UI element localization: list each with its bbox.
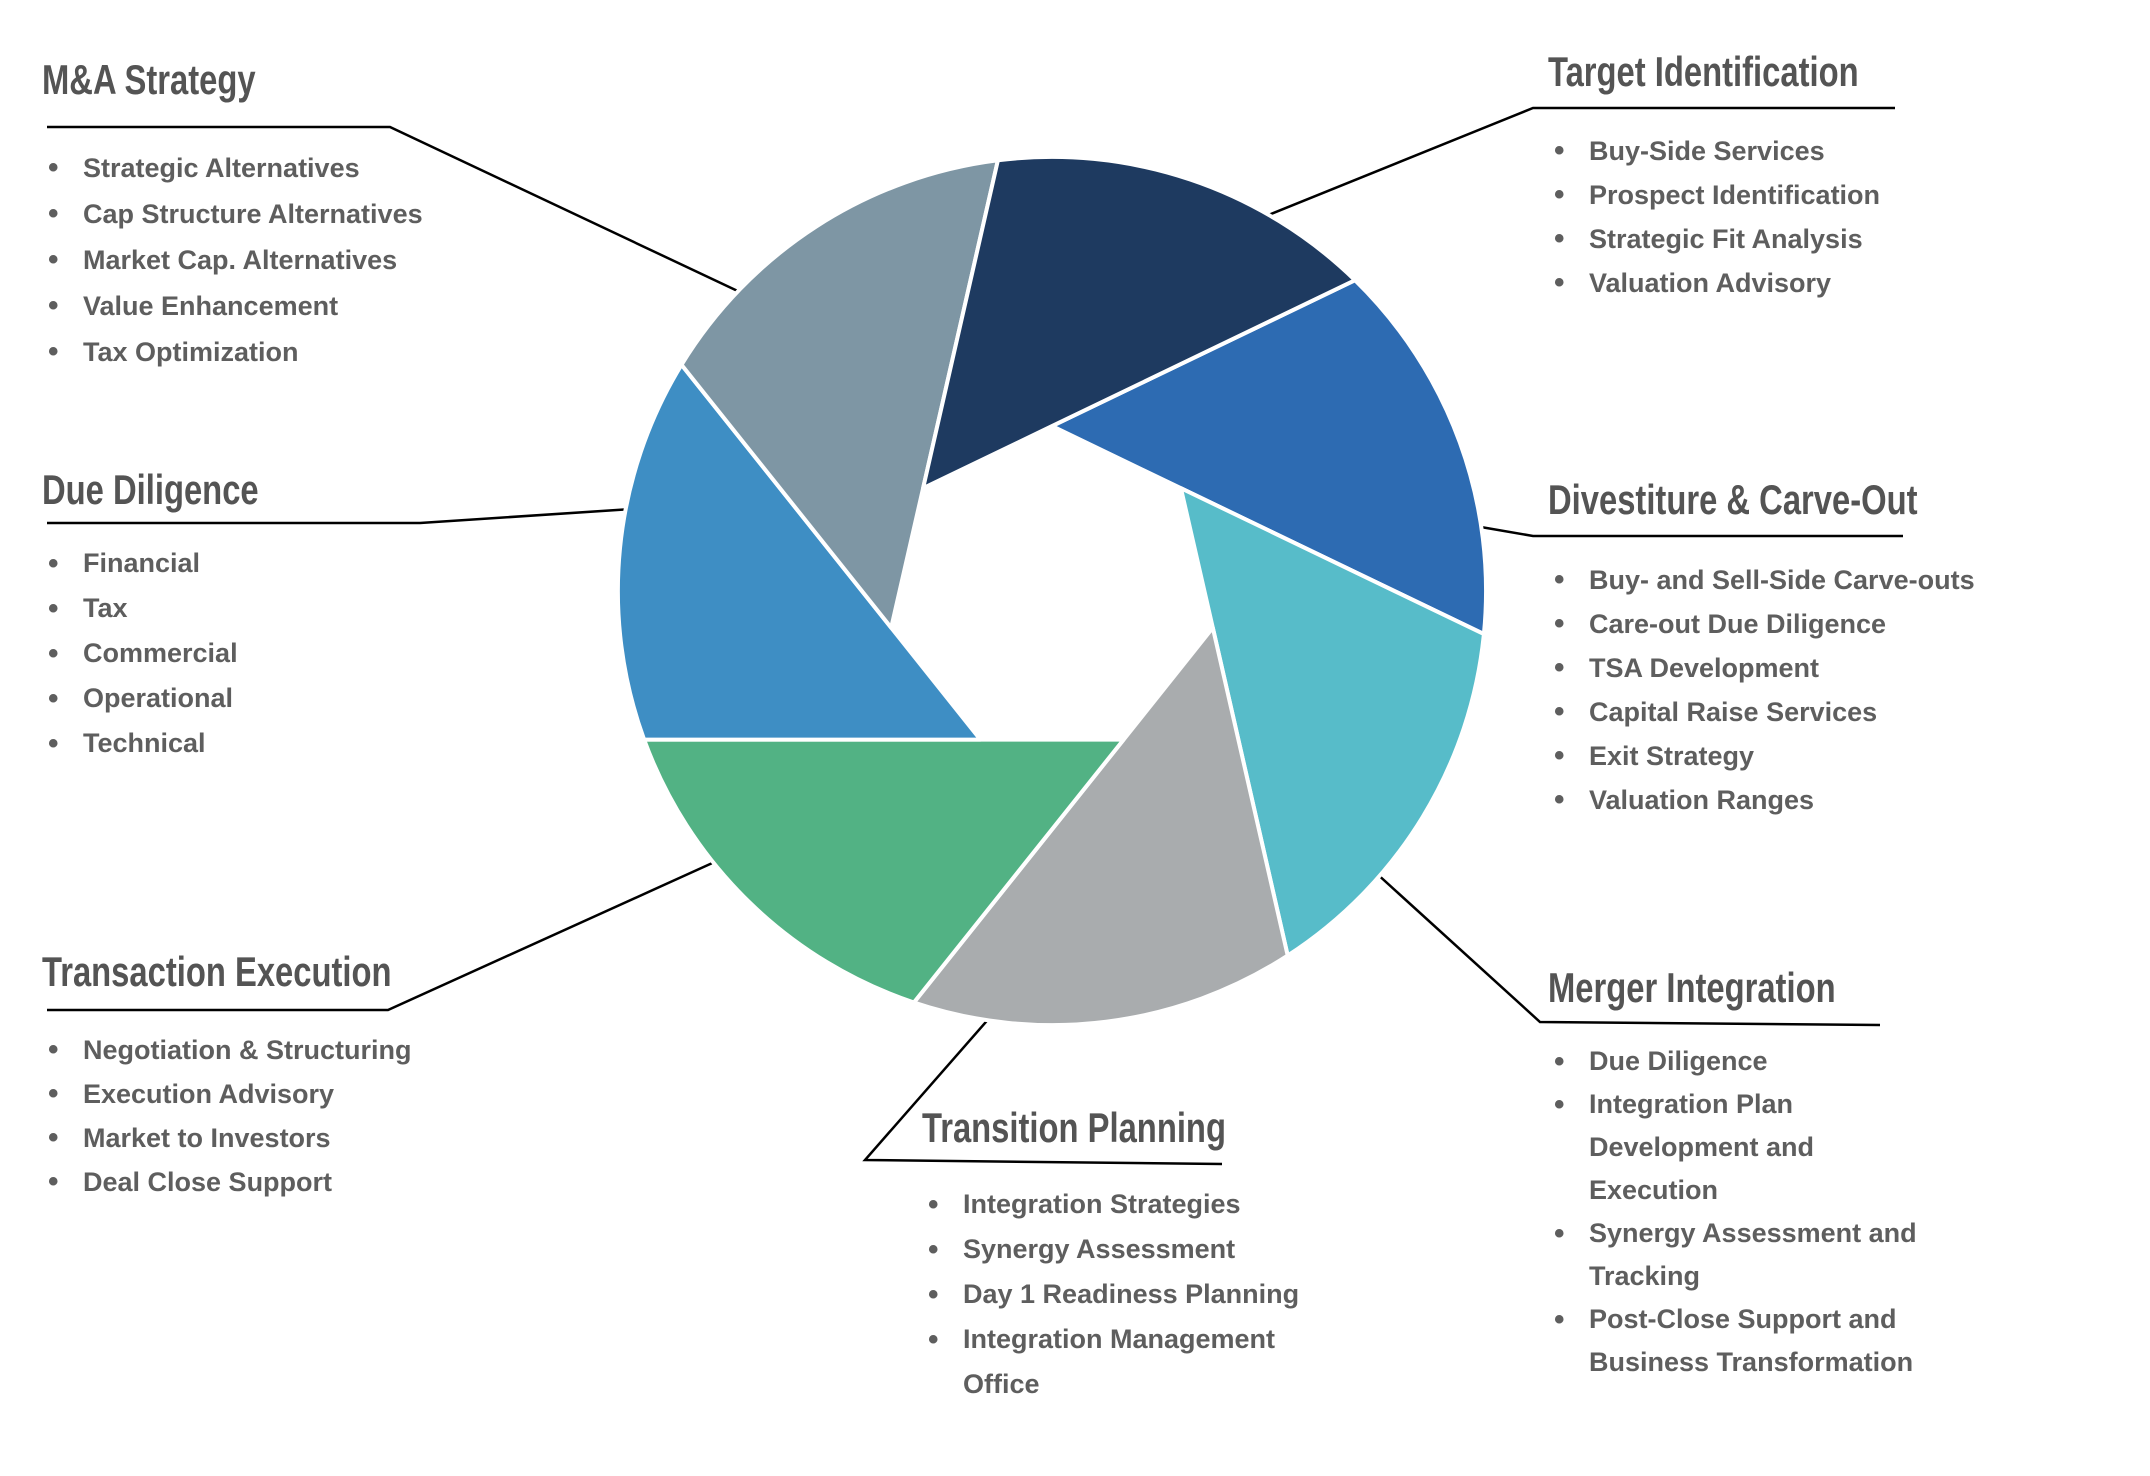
bullet-item: Negotiation & Structuring bbox=[42, 1028, 562, 1072]
section-title: Target Identification bbox=[1548, 48, 1859, 95]
bullet-item: Buy- and Sell-Side Carve-outs bbox=[1548, 558, 2128, 602]
section-title: M&A Strategy bbox=[42, 56, 256, 103]
connector-target-identification bbox=[1260, 106, 1895, 220]
section-transition-planning: Transition Planning Integration Strategi… bbox=[922, 1106, 1322, 1407]
connector-transaction-execution bbox=[47, 858, 720, 1012]
bullet-item: Market Cap. Alternatives bbox=[42, 237, 562, 283]
bullet-item: Prospect Identification bbox=[1548, 173, 2108, 217]
bullet-item: Strategic Alternatives bbox=[42, 145, 562, 191]
bullet-item: Integration Management Office bbox=[922, 1317, 1322, 1407]
section-items: Due DiligenceIntegration Plan Developmen… bbox=[1548, 1040, 1948, 1384]
bullet-item: Deal Close Support bbox=[42, 1160, 562, 1204]
wheel-segment-west bbox=[615, 362, 983, 742]
wheel-segment-north bbox=[921, 154, 1357, 491]
connector-ma-strategy bbox=[47, 125, 745, 296]
section-transaction-execution: Transaction Execution Negotiation & Stru… bbox=[42, 948, 562, 1205]
bullet-item: Technical bbox=[42, 721, 562, 766]
bullet-item: Tax Optimization bbox=[42, 329, 562, 375]
bullet-item: Exit Strategy bbox=[1548, 734, 2128, 778]
section-merger-integration: Merger Integration Due DiligenceIntegrat… bbox=[1548, 966, 1948, 1384]
section-divestiture-carve-out: Divestiture & Carve-Out Buy- and Sell-Si… bbox=[1548, 476, 2128, 823]
section-target-identification: Target Identification Buy-Side ServicesP… bbox=[1548, 48, 2108, 306]
bullet-item: Financial bbox=[42, 541, 562, 586]
bullet-item: Integration Plan Development and Executi… bbox=[1548, 1083, 1948, 1212]
bullet-item: Valuation Advisory bbox=[1548, 261, 2108, 305]
section-items: Strategic AlternativesCap Structure Alte… bbox=[42, 145, 562, 375]
wheel-segment-northwest bbox=[679, 158, 1000, 630]
bullet-item: Tax bbox=[42, 586, 562, 631]
section-title: Due Diligence bbox=[42, 466, 259, 513]
bullet-item: Market to Investors bbox=[42, 1116, 562, 1160]
bullet-item: Value Enhancement bbox=[42, 283, 562, 329]
wheel-segment-east bbox=[1050, 278, 1488, 637]
bullet-item: Integration Strategies bbox=[922, 1182, 1322, 1227]
connector-merger-integration bbox=[1374, 871, 1881, 1027]
bullet-item: Capital Raise Services bbox=[1548, 690, 2128, 734]
section-ma-strategy: M&A Strategy Strategic AlternativesCap S… bbox=[42, 56, 562, 376]
section-title: Transition Planning bbox=[922, 1104, 1226, 1151]
bullet-item: TSA Development bbox=[1548, 646, 2128, 690]
bullet-item: Synergy Assessment and Tracking bbox=[1548, 1212, 1948, 1298]
section-items: Buy-Side ServicesProspect Identification… bbox=[1548, 129, 2108, 305]
bullet-item: Care-out Due Diligence bbox=[1548, 602, 2128, 646]
connector-lines bbox=[47, 106, 1903, 1166]
connector-divestiture bbox=[1474, 524, 1903, 538]
bullet-item: Cap Structure Alternatives bbox=[42, 191, 562, 237]
section-due-diligence: Due Diligence FinancialTaxCommercialOper… bbox=[42, 466, 562, 767]
bullet-item: Synergy Assessment bbox=[922, 1227, 1322, 1272]
bullet-item: Valuation Ranges bbox=[1548, 778, 2128, 822]
section-title: Transaction Execution bbox=[42, 948, 392, 995]
bullet-item: Buy-Side Services bbox=[1548, 129, 2108, 173]
section-title: Divestiture & Carve-Out bbox=[1548, 476, 1918, 523]
connector-transition-planning bbox=[862, 1014, 1223, 1166]
section-items: Negotiation & StructuringExecution Advis… bbox=[42, 1028, 562, 1204]
wheel-segment-southwest bbox=[642, 737, 1126, 1005]
bullet-item: Commercial bbox=[42, 631, 562, 676]
wheel-segment-south bbox=[911, 625, 1290, 1028]
bullet-item: Operational bbox=[42, 676, 562, 721]
bullet-item: Due Diligence bbox=[1548, 1040, 1948, 1083]
section-items: Integration StrategiesSynergy Assessment… bbox=[922, 1182, 1322, 1407]
connector-due-diligence bbox=[47, 507, 633, 525]
aperture-wheel bbox=[615, 154, 1488, 1028]
bullet-item: Post-Close Support and Business Transfor… bbox=[1548, 1298, 1948, 1384]
bullet-item: Strategic Fit Analysis bbox=[1548, 217, 2108, 261]
section-title: Merger Integration bbox=[1548, 964, 1836, 1011]
bullet-item: Execution Advisory bbox=[42, 1072, 562, 1116]
section-items: Buy- and Sell-Side Carve-outsCare-out Du… bbox=[1548, 558, 2128, 822]
section-items: FinancialTaxCommercialOperationalTechnic… bbox=[42, 541, 562, 766]
bullet-item: Day 1 Readiness Planning bbox=[922, 1272, 1322, 1317]
wheel-segment-southeast bbox=[1178, 486, 1486, 958]
